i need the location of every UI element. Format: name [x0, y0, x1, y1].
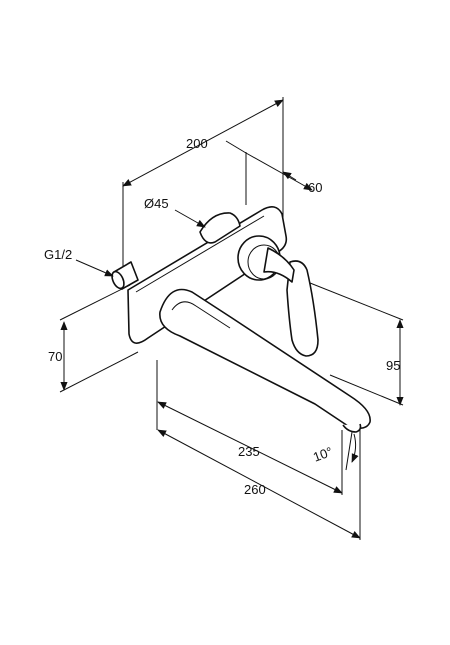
label-95: 95 — [386, 358, 400, 373]
dimension-lines — [60, 99, 404, 539]
dim-line-200 — [122, 99, 284, 187]
label-d45: Ø45 — [144, 196, 169, 211]
label-260: 260 — [244, 482, 266, 497]
connection-pipe-end — [111, 270, 125, 290]
lever-handle — [286, 260, 319, 357]
label-235: 235 — [238, 444, 260, 459]
leader-g12 — [75, 259, 114, 277]
label-200: 200 — [186, 136, 208, 151]
label-60: 60 — [308, 180, 322, 195]
angle-arc — [351, 433, 359, 463]
leader-d45 — [174, 209, 206, 228]
faucet-body — [111, 206, 371, 433]
aerator — [342, 423, 362, 433]
dim-line-260 — [157, 429, 361, 539]
label-70: 70 — [48, 349, 62, 364]
label-g12: G1/2 — [44, 247, 72, 262]
label-angle: 10° — [311, 444, 335, 465]
spout — [159, 288, 371, 430]
dimension-labels: 200 60 Ø45 G1/2 70 95 235 260 10° — [44, 136, 400, 497]
dim-line-60 — [245, 152, 313, 191]
rosette — [199, 212, 241, 244]
